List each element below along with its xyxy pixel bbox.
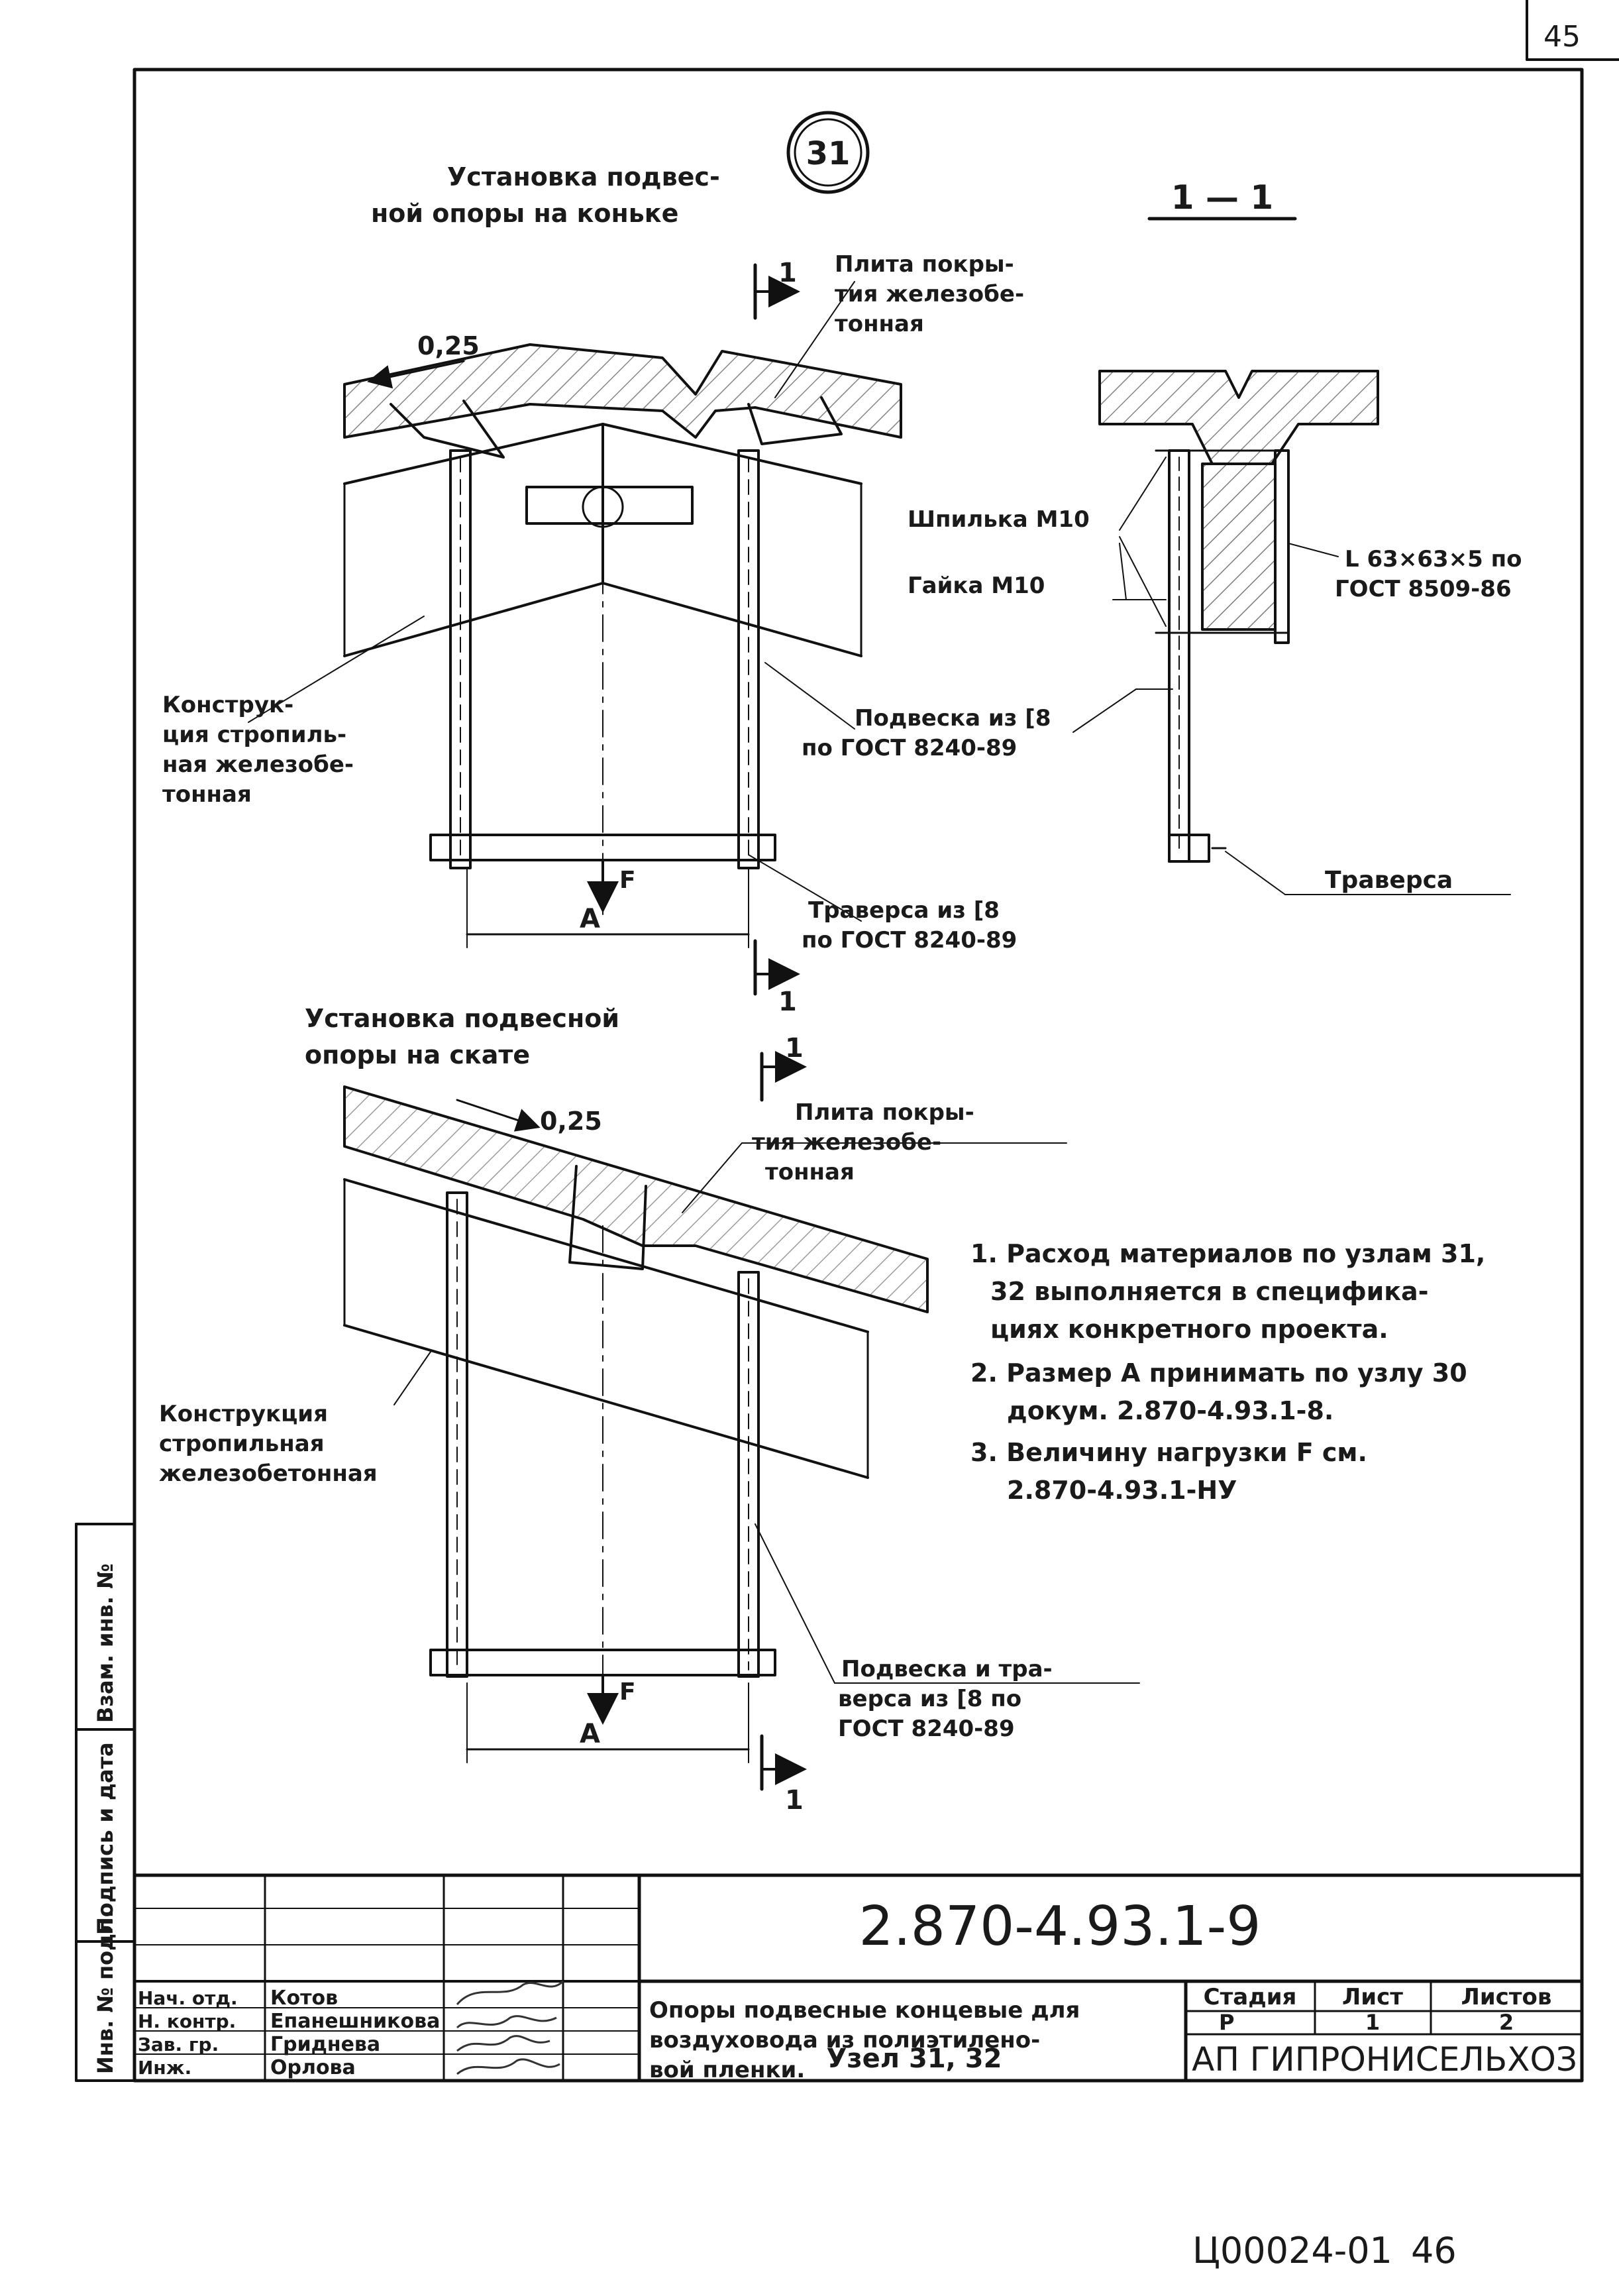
sheet-frame (75, 0, 1619, 2083)
label-hanger-traverse: Подвеска и тра- верса из [8 по ГОСТ 8240… (838, 1656, 1053, 1742)
role-cell: Зав. гр. (138, 2034, 219, 2055)
doc-description: Опоры подвесные концевые для воздуховода… (649, 1997, 1080, 2083)
name-cell: Котов (270, 1987, 338, 2010)
note-line: 32 выполняется в специфика- (990, 1277, 1428, 1306)
note-line: 1. Расход материалов по узлам 31, (970, 1239, 1485, 1268)
svg-text:Плита покры-: Плита покры- (795, 1099, 974, 1126)
label-plate-bottom: Плита покры- тия железобе- тонная (752, 1099, 974, 1185)
ridge-detail (248, 263, 902, 996)
svg-text:Плита покры-: Плита покры- (835, 251, 1014, 278)
title-ridge-line-1: Установка подвес- (447, 162, 720, 191)
force-top: F (619, 867, 636, 894)
signatures (456, 1980, 564, 2075)
sheet-header: Лист (1342, 1984, 1403, 2010)
note-line: 2. Размер А принимать по узлу 30 (970, 1358, 1467, 1388)
side-stamp-signature: Подпись и дата (93, 1742, 118, 1935)
svg-text:по ГОСТ 8240-89: по ГОСТ 8240-89 (802, 927, 1017, 954)
svg-text:Подвеска и тра-: Подвеска и тра- (841, 1656, 1053, 1682)
note-line: докум. 2.870-4.93.1-8. (1007, 1396, 1333, 1425)
page-number-top: 45 (1543, 20, 1581, 54)
label-nut: Гайка М10 (908, 573, 1045, 599)
name-cell: Гриднева (270, 2033, 380, 2056)
note-line: циях конкретного проекта. (990, 1315, 1388, 1344)
label-rafter-top: Конструк- ция стропиль- ная железобе- то… (162, 692, 354, 808)
svg-text:опоры на скате: опоры на скате (305, 1040, 530, 1069)
svg-text:железобетонная: железобетонная (159, 1460, 378, 1487)
svg-text:ция стропиль-: ция стропиль- (162, 722, 346, 748)
doc-node: Узел 31, 32 (827, 2044, 1002, 2074)
doc-code: 2.870-4.93.1-9 (859, 1895, 1261, 1958)
section-marker-bottom-2: 1 (785, 1785, 804, 1816)
node-number: 31 (806, 135, 851, 172)
label-stud: Шпилька М10 (908, 506, 1090, 533)
section-label: 1 — 1 (1171, 178, 1273, 217)
section-marker-top-2: 1 (778, 987, 797, 1017)
svg-text:верса из [8 по: верса из [8 по (838, 1686, 1021, 1712)
svg-text:ГОСТ 8240-89: ГОСТ 8240-89 (838, 1716, 1015, 1742)
signatory-table: Нач. отд. Котов Н. контр. Епанешникова З… (138, 1987, 440, 2079)
side-stamp-replace-inv: Взам. инв. № (93, 1563, 118, 1723)
name-cell: Епанешникова (270, 2010, 440, 2033)
side-stamp-inv-no: Инв. № подл. (93, 1910, 118, 2074)
svg-text:тонная: тонная (162, 781, 252, 808)
note-line: 3. Величину нагрузки F см. (970, 1438, 1367, 1467)
bottom-page: 46 (1411, 2230, 1457, 2271)
label-angle: L 63×63×5 по ГОСТ 8509-86 (1335, 546, 1522, 602)
sheets-value: 2 (1499, 2010, 1514, 2035)
role-cell: Инж. (138, 2057, 191, 2079)
dim-slope-bottom: 0,25 (540, 1107, 602, 1136)
stage-header: Стадия (1204, 1984, 1297, 2010)
organization: АП ГИПРОНИСЕЛЬХОЗ (1192, 2040, 1577, 2079)
svg-text:Конструкция: Конструкция (159, 1401, 328, 1427)
dim-a-top: A (580, 904, 600, 934)
section-marker-top-1: 1 (778, 258, 797, 288)
bottom-code: Ц00024-01 (1192, 2230, 1392, 2271)
label-rafter-bottom: Конструкция стропильная железобетонная (159, 1401, 378, 1487)
svg-text:Траверса из [8: Траверса из [8 (808, 897, 1000, 924)
title-block-grid (132, 1873, 1584, 2083)
svg-text:Конструк-: Конструк- (162, 692, 293, 718)
title-slope: Установка подвесной опоры на скате (305, 1004, 619, 1069)
svg-text:воздуховода из полиэтилено-: воздуховода из полиэтилено- (649, 2027, 1040, 2053)
label-plate-top: Плита покры- тия железобе- тонная (835, 251, 1024, 337)
section-marker-bottom-1: 1 (785, 1033, 804, 1064)
svg-text:по ГОСТ 8240-89: по ГОСТ 8240-89 (802, 735, 1017, 761)
svg-text:тия железобе-: тия железобе- (835, 281, 1024, 307)
svg-text:Опоры подвесные концевые для: Опоры подвесные концевые для (649, 1997, 1080, 2024)
name-cell: Орлова (270, 2056, 356, 2079)
svg-text:тонная: тонная (835, 311, 924, 337)
svg-text:тия железобе-: тия железобе- (752, 1129, 941, 1156)
force-bottom: F (619, 1678, 636, 1706)
slope-detail (343, 1051, 1140, 1791)
label-traverse-section: Траверса (1325, 867, 1453, 894)
node-circle (786, 111, 870, 194)
svg-text:Установка подвесной: Установка подвесной (305, 1004, 619, 1033)
svg-text:L 63×63×5 по: L 63×63×5 по (1345, 546, 1522, 573)
role-cell: Нач. отд. (138, 1987, 238, 2009)
svg-text:ная железобе-: ная железобе- (162, 751, 354, 778)
section-1-1-detail (1072, 370, 1511, 895)
stage-value: Р (1219, 2010, 1234, 2035)
note-line: 2.870-4.93.1-НУ (1007, 1476, 1237, 1505)
title-ridge-line-2: ной опоры на коньке (371, 199, 678, 228)
label-traverse: Траверса из [8 по ГОСТ 8240-89 (802, 897, 1017, 954)
svg-text:ГОСТ 8509-86: ГОСТ 8509-86 (1335, 576, 1512, 602)
dim-a-bottom: A (580, 1719, 600, 1749)
dim-slope-top: 0,25 (417, 331, 480, 360)
svg-text:Подвеска из [8: Подвеска из [8 (855, 705, 1051, 732)
role-cell: Н. контр. (138, 2010, 236, 2032)
label-hanger: Подвеска из [8 по ГОСТ 8240-89 (802, 705, 1051, 761)
sheets-header: Листов (1461, 1984, 1552, 2010)
notes: 1. Расход материалов по узлам 31, 32 вып… (970, 1239, 1485, 1505)
svg-text:вой пленки.: вой пленки. (649, 2057, 805, 2083)
sheet-value: 1 (1365, 2010, 1380, 2035)
svg-text:стропильная: стропильная (159, 1431, 325, 1457)
svg-text:тонная: тонная (765, 1159, 855, 1185)
